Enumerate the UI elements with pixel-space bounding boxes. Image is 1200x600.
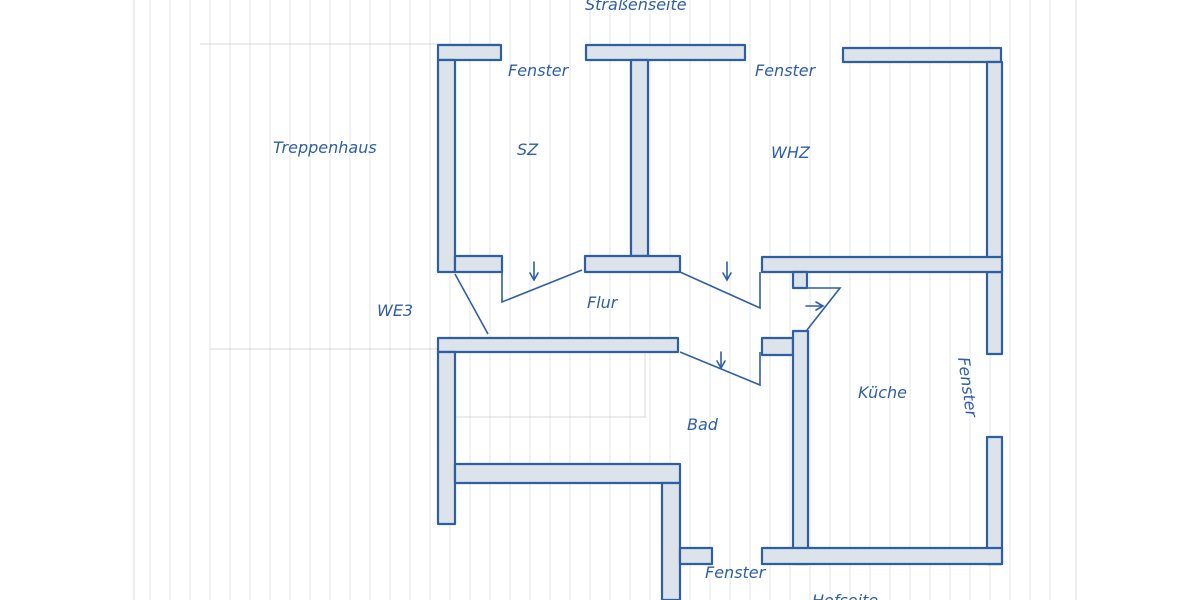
paper-rules xyxy=(149,0,1051,600)
wall-bottom-left xyxy=(678,546,714,566)
window-label-sz: Fenster xyxy=(508,61,570,80)
doors xyxy=(454,269,842,387)
room-label-we3: WE3 xyxy=(377,301,413,320)
wall-top-center xyxy=(584,43,747,62)
wall-bath-step xyxy=(453,462,682,485)
wall-right-mid xyxy=(985,270,1004,356)
wall-corridor-top-mid xyxy=(583,254,682,274)
window-label-whz: Fenster xyxy=(755,61,817,80)
wall-corridor-top-left xyxy=(453,254,504,274)
door-kueche xyxy=(806,287,842,331)
door-whz xyxy=(679,271,761,310)
wall-bath-right-lower xyxy=(660,481,682,600)
wall-right-upper xyxy=(985,60,1004,274)
room-label-whz: WHZ xyxy=(771,143,811,162)
street-side-label: Straßenseite xyxy=(585,0,687,14)
door-we3 xyxy=(454,273,489,335)
wall-sz-whz xyxy=(629,58,650,258)
wall-stub-upper xyxy=(791,270,809,290)
wall-top-right xyxy=(841,46,1003,64)
arrow-down-icon xyxy=(722,261,732,282)
wall-right-lower xyxy=(985,435,1004,566)
wall-left-upper xyxy=(436,58,457,274)
room-label-stair: Treppenhaus xyxy=(273,138,377,157)
door-bad xyxy=(679,351,761,387)
wall-stub-lower xyxy=(760,336,795,357)
wall-corridor-bottom xyxy=(436,336,680,354)
arrow-right-icon xyxy=(805,301,825,311)
room-label-flur: Flur xyxy=(587,293,619,312)
wall-kitchen-bath xyxy=(791,329,810,566)
walls xyxy=(436,43,1004,600)
courtyard-side-label: Hofseite xyxy=(812,591,878,600)
arrow-down-icon xyxy=(529,261,539,282)
wall-top-left xyxy=(436,43,503,62)
arrow-down-icon xyxy=(716,351,726,370)
wall-bottom-right xyxy=(760,546,1004,566)
door-sz xyxy=(501,269,583,304)
labels: Straßenseite Fenster Fenster Treppenhaus… xyxy=(273,0,981,600)
room-label-kueche: Küche xyxy=(858,383,907,402)
room-label-sz: SZ xyxy=(517,140,539,159)
door-arrows xyxy=(529,261,825,370)
wall-corridor-top-right xyxy=(760,255,1004,274)
wall-left-lower xyxy=(436,350,457,526)
window-label-bad: Fenster xyxy=(705,563,767,582)
room-label-bad: Bad xyxy=(687,415,719,434)
